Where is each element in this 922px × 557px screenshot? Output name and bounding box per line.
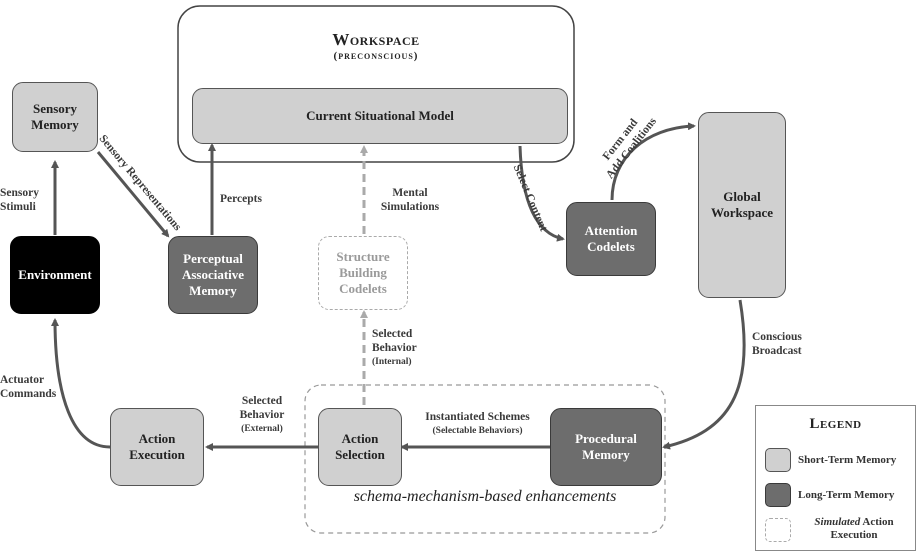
- label-instantiated-schemes: Instantiated Schemes (Selectable Behavio…: [405, 410, 550, 438]
- label-mental-simulations: Mental Simulations: [380, 187, 440, 213]
- legend: Legend Short-Term Memory Long-Term Memor…: [755, 405, 916, 551]
- schema-boundary: [304, 384, 666, 534]
- arrow-conscious-broadcast: [662, 299, 746, 450]
- structure-building-codelets-node: Structure Building Codelets: [318, 236, 408, 310]
- attention-codelets-node: Attention Codelets: [566, 202, 656, 276]
- current-situational-model-node: Current Situational Model: [192, 88, 568, 144]
- legend-label-simulated: Simulated Action Execution: [798, 516, 910, 542]
- sensory-memory-node: Sensory Memory: [12, 82, 98, 152]
- legend-label-simulated-italic: Simulated: [814, 516, 861, 528]
- label-selected-behavior-external-sub: (External): [241, 424, 283, 434]
- procedural-memory-node: Procedural Memory: [550, 408, 662, 486]
- environment-node: Environment: [10, 236, 100, 314]
- label-selected-behavior-internal-sub: (Internal): [372, 357, 412, 367]
- legend-swatch-simulated: [765, 518, 791, 542]
- label-instantiated-schemes-text: Instantiated Schemes: [425, 411, 530, 423]
- action-execution-node: Action Execution: [110, 408, 204, 486]
- schema-enhancements-label: schema-mechanism-based enhancements: [353, 488, 617, 505]
- legend-label-simulated-rest: Action Execution: [830, 516, 894, 541]
- workspace-subtitle: (preconscious): [333, 50, 419, 62]
- action-selection-node: Action Selection: [318, 408, 402, 486]
- legend-swatch-short-term: [765, 448, 791, 472]
- legend-swatch-long-term: [765, 483, 791, 507]
- legend-title: Legend: [809, 416, 862, 432]
- legend-label-short-term: Short-Term Memory: [798, 454, 897, 466]
- arrow-actuator-commands: [51, 318, 111, 449]
- label-actuator-commands: Actuator Commands: [0, 374, 57, 400]
- label-selected-behavior-internal: Selected Behavior (Internal): [372, 327, 442, 369]
- arrow-select-content: [518, 145, 565, 242]
- label-sensory-stimuli: Sensory Stimuli: [0, 187, 39, 213]
- global-workspace-node: Global Workspace: [698, 112, 786, 298]
- workspace-title-text: Workspace: [332, 30, 420, 49]
- label-selected-behavior-external: Selected Behavior (External): [222, 394, 302, 436]
- label-instantiated-schemes-sub: (Selectable Behaviors): [432, 426, 523, 436]
- label-conscious-broadcast: Conscious Broadcast: [752, 331, 802, 357]
- label-selected-behavior-external-text: Selected Behavior: [239, 395, 285, 421]
- label-percepts: Percepts: [220, 193, 262, 205]
- perceptual-associative-memory-node: Perceptual Associative Memory: [168, 236, 258, 314]
- workspace-title: Workspace (preconscious): [180, 30, 572, 62]
- arrow-sensory-representations: [96, 151, 170, 238]
- arrow-form-coalitions: [610, 122, 696, 201]
- label-selected-behavior-internal-text: Selected Behavior: [372, 328, 417, 354]
- legend-label-long-term: Long-Term Memory: [798, 489, 895, 501]
